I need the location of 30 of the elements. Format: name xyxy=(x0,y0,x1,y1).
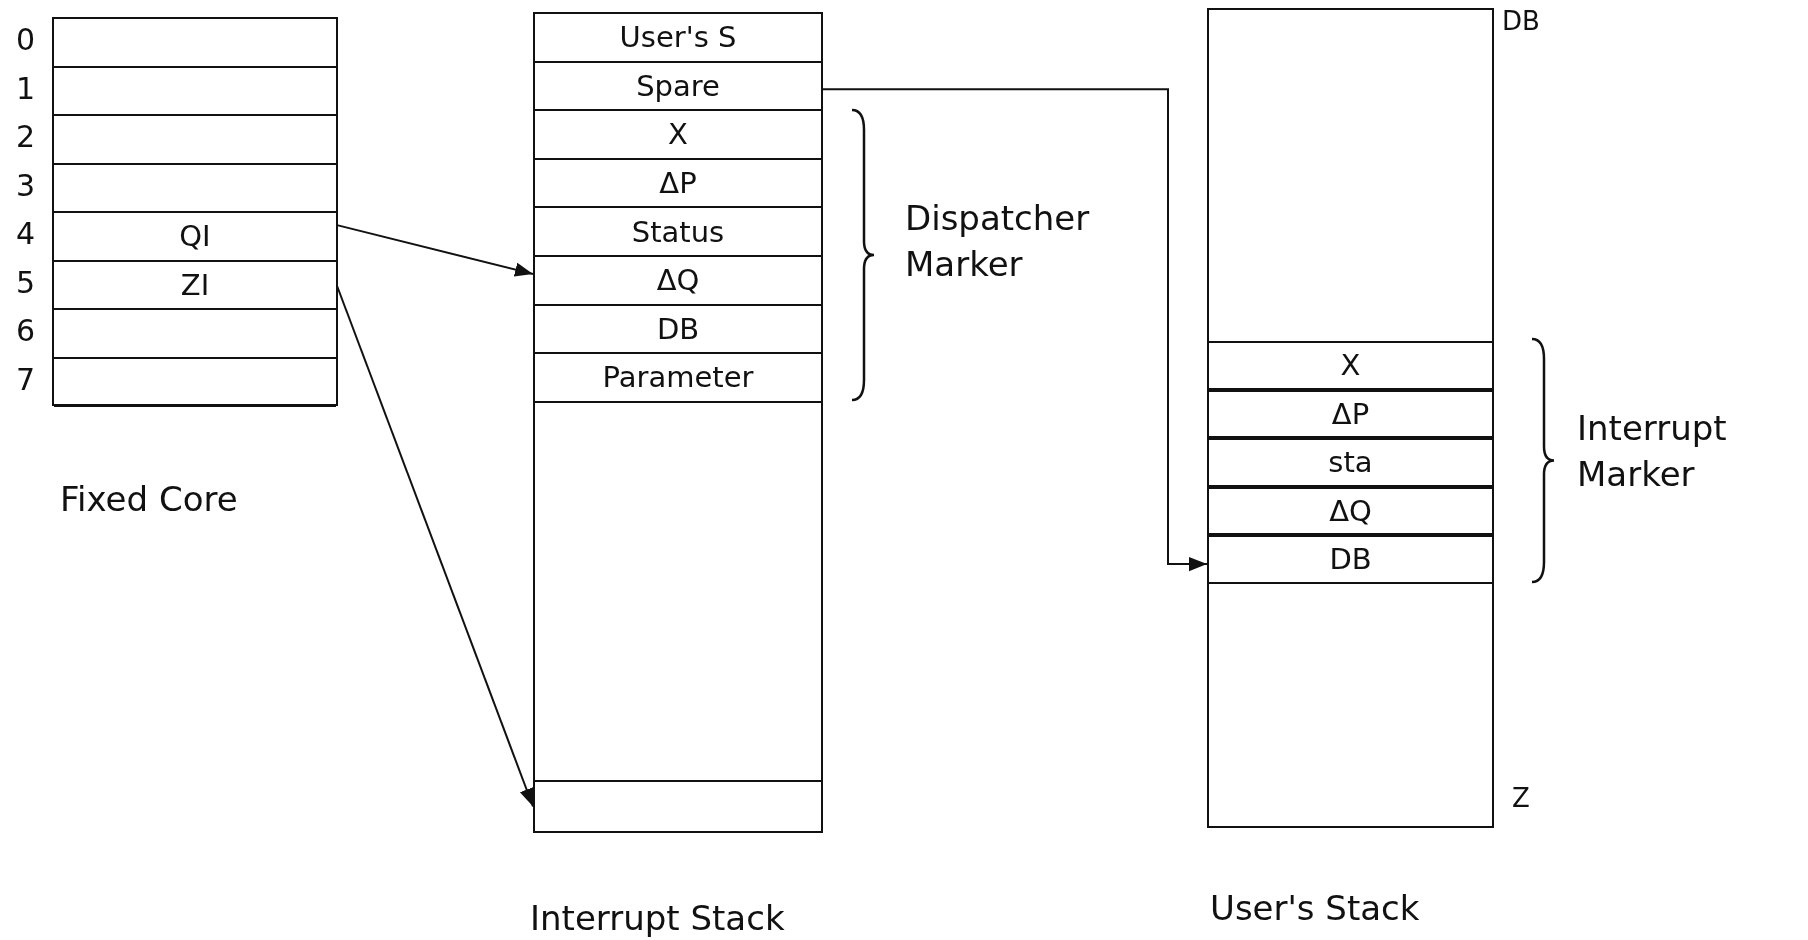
memory-cell: ΔQ xyxy=(1209,486,1492,535)
block-caption: User's Stack xyxy=(1210,888,1420,928)
memory-cell: Spare xyxy=(535,62,821,112)
memory-cell: User's S xyxy=(535,14,821,63)
memory-cell: sta xyxy=(1209,438,1492,487)
row-number: 6 xyxy=(16,313,36,348)
row-number: 5 xyxy=(16,264,36,300)
marker-label: Dispatcher Marker xyxy=(905,197,1091,286)
row-number: 0 xyxy=(16,22,36,57)
memory-cell: DB xyxy=(1209,535,1492,584)
memory-cell: ZI xyxy=(54,261,336,310)
memory-cell: X xyxy=(535,111,821,160)
memory-cell: Parameter xyxy=(535,354,821,403)
memory-cell: QI xyxy=(54,213,336,262)
memory-cell: DB xyxy=(535,305,821,355)
row-number: 7 xyxy=(16,361,36,397)
row-number: 1 xyxy=(16,70,36,106)
memory-cell: ΔP xyxy=(1209,389,1492,438)
row-number: 2 xyxy=(16,119,36,154)
memory-cell: ΔQ xyxy=(535,257,821,306)
marker-label: Interrupt Marker xyxy=(1577,407,1728,496)
address-label: Z xyxy=(1512,783,1530,813)
row-number: 4 xyxy=(16,216,36,251)
memory-cell: ΔP xyxy=(535,159,821,209)
memory-cell: Status xyxy=(535,208,821,257)
memory-cell: X xyxy=(1209,341,1492,390)
row-number: 3 xyxy=(16,167,36,203)
block-caption: Fixed Core xyxy=(60,479,238,519)
block-caption: Interrupt Stack xyxy=(530,898,785,938)
address-label: DB xyxy=(1502,6,1540,36)
